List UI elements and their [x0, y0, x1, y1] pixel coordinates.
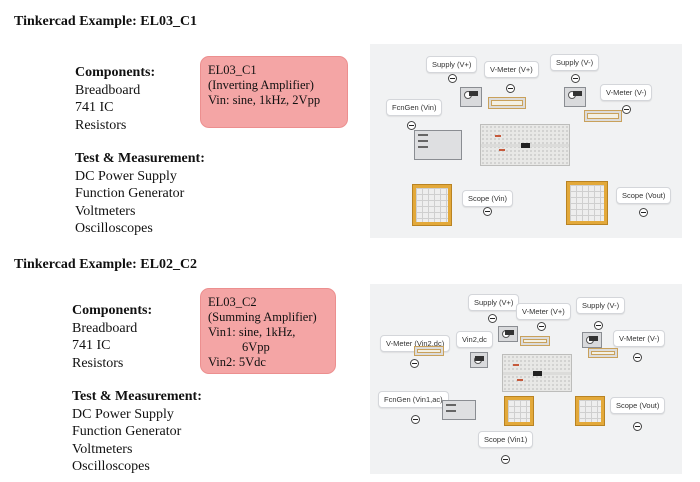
supply-neg-label: Supply (V-): [550, 54, 600, 71]
component-item: Resistors: [72, 355, 124, 371]
example2-title: Tinkercad Example: EL02_C2: [14, 257, 198, 272]
supply-neg-label: Supply (V-): [576, 297, 626, 314]
scope-vout-label: Scope (Vout): [616, 187, 672, 204]
scope-vout-label: Scope (Vout): [610, 397, 666, 414]
resistor: [495, 135, 501, 137]
probe-icon[interactable]: [448, 74, 457, 83]
example2-sticky-note: EL03_C2 (Summing Amplifier) Vin1: sine, …: [200, 288, 336, 374]
test-item: Oscilloscopes: [72, 459, 150, 474]
component-item: Resistors: [75, 117, 127, 133]
note-line: EL03_C1: [208, 63, 257, 77]
note-line: Vin1: sine, 1kHz,: [208, 325, 296, 339]
function-generator[interactable]: [442, 400, 476, 420]
vmeter-pos-label: V-Meter (V+): [516, 303, 571, 320]
supply-pos-label: Supply (V+): [426, 56, 478, 73]
probe-icon[interactable]: [407, 121, 416, 130]
dc-supply-vin2[interactable]: [470, 352, 488, 368]
resistor: [513, 364, 519, 366]
op-amp-chip: [521, 143, 530, 148]
vmeter-neg-label: V-Meter (V-): [600, 84, 653, 101]
component-item: 741 IC: [72, 338, 111, 353]
probe-icon[interactable]: [537, 322, 546, 331]
breadboard[interactable]: [480, 124, 570, 166]
probe-icon[interactable]: [633, 422, 642, 431]
note-line: (Inverting Amplifier): [208, 78, 314, 92]
power-supply-neg[interactable]: [582, 332, 602, 348]
voltmeter-pos[interactable]: [520, 336, 550, 346]
power-supply-pos[interactable]: [460, 87, 482, 107]
fcngen-label: FcnGen (Vin1,ac): [378, 391, 449, 408]
oscilloscope-vin1[interactable]: [504, 396, 534, 426]
scope-vin1-label: Scope (Vin1): [478, 431, 534, 448]
note-line: (Summing Amplifier): [208, 310, 317, 324]
probe-icon[interactable]: [410, 359, 419, 368]
scope-vin-label: Scope (Vin): [462, 190, 514, 207]
example2-components: Components: Breadboard 741 IC Resistors: [72, 302, 152, 372]
probe-icon[interactable]: [633, 353, 642, 362]
oscilloscope-vout[interactable]: [575, 396, 605, 426]
voltmeter-pos[interactable]: [488, 97, 526, 109]
components-heading: Components:: [75, 65, 156, 80]
example1-components: Components: Breadboard 741 IC Resistors: [75, 64, 155, 134]
resistor: [517, 379, 523, 381]
components-heading: Components:: [72, 303, 153, 318]
probe-icon[interactable]: [411, 415, 420, 424]
fcngen-label: FcnGen (Vin): [386, 99, 443, 116]
op-amp-chip: [533, 371, 542, 376]
note-line: Vin2: 5Vdc: [208, 355, 266, 369]
power-supply-neg[interactable]: [564, 87, 586, 107]
supply-pos-label: Supply (V+): [468, 294, 520, 311]
component-item: Breadboard: [75, 82, 141, 98]
voltmeter-neg[interactable]: [588, 348, 618, 358]
component-item: 741 IC: [75, 100, 114, 115]
vmeter-pos-label: V-Meter (V+): [484, 61, 539, 78]
vmeter-neg-label: V-Meter (V-): [613, 330, 666, 347]
breadboard[interactable]: [502, 354, 572, 392]
note-line: 6Vpp: [242, 340, 270, 354]
example1-sticky-note: EL03_C1 (Inverting Amplifier) Vin: sine,…: [200, 56, 348, 128]
test-item: Function Generator: [75, 186, 185, 201]
test-item: Oscilloscopes: [75, 221, 153, 236]
example1-title: Tinkercad Example: EL03_C1: [14, 14, 198, 29]
voltmeter-neg[interactable]: [584, 110, 622, 122]
probe-icon[interactable]: [501, 455, 510, 464]
test-item: Voltmeters: [75, 203, 136, 219]
function-generator[interactable]: [414, 130, 462, 160]
test-item: DC Power Supply: [75, 168, 177, 184]
resistor: [499, 149, 505, 151]
voltmeter-vin2[interactable]: [414, 346, 444, 356]
oscilloscope-vout[interactable]: [566, 181, 608, 225]
vin2dc-label: Vin2,dc: [456, 331, 493, 348]
component-item: Breadboard: [72, 320, 138, 336]
probe-icon[interactable]: [571, 74, 580, 83]
note-line: EL03_C2: [208, 295, 257, 309]
example2-circuit-screenshot: Supply (V+) V-Meter (V+) Supply (V-) V-M…: [370, 284, 682, 474]
example1-circuit-screenshot: Supply (V+) V-Meter (V+) Supply (V-) V-M…: [370, 44, 682, 238]
probe-icon[interactable]: [483, 207, 492, 216]
test-item: Voltmeters: [72, 441, 133, 457]
oscilloscope-vin[interactable]: [412, 184, 452, 226]
note-line: Vin: sine, 1kHz, 2Vpp: [208, 93, 321, 107]
example2-test-measurement: Test & Measurement: DC Power Supply Func…: [72, 388, 202, 476]
power-supply-pos[interactable]: [498, 326, 518, 342]
probe-icon[interactable]: [639, 208, 648, 217]
test-heading: Test & Measurement:: [72, 389, 202, 404]
test-item: DC Power Supply: [72, 406, 174, 422]
probe-icon[interactable]: [622, 105, 631, 114]
test-heading: Test & Measurement:: [75, 151, 205, 166]
test-item: Function Generator: [72, 424, 182, 439]
probe-icon[interactable]: [506, 84, 515, 93]
probe-icon[interactable]: [488, 314, 497, 323]
example1-test-measurement: Test & Measurement: DC Power Supply Func…: [75, 150, 205, 238]
probe-icon[interactable]: [594, 321, 603, 330]
